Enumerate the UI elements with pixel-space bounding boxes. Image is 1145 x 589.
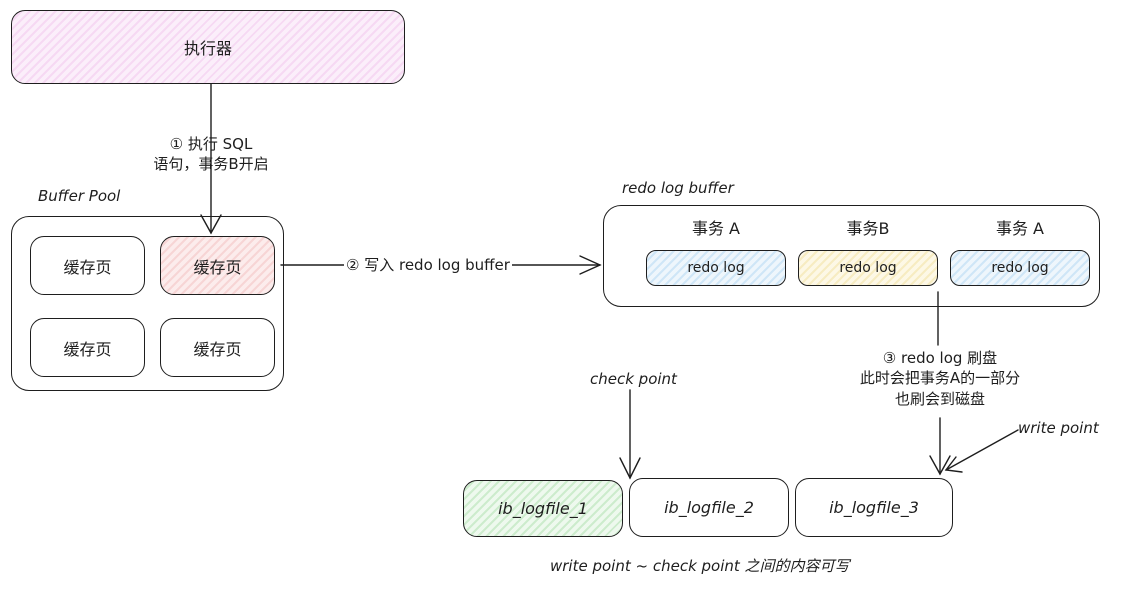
step3-label: ③ redo log 刷盘 此时会把事务A的一部分 也刷会到磁盘 <box>859 349 1021 408</box>
arrowhead-check-point <box>619 457 641 480</box>
arrowhead-write-point <box>944 456 963 473</box>
footer-note: write point ~ check point 之间的内容可写 <box>550 557 850 575</box>
txn-a-name-2: 事务 A <box>995 219 1045 238</box>
step1-label: ① 执行 SQL 语句，事务B开启 <box>153 135 269 174</box>
redo-log-buffer-container <box>603 205 1100 307</box>
redo-log-buffer-title: redo log buffer <box>622 179 734 197</box>
cache-page-2-active: 缓存页 <box>160 236 275 295</box>
arrowhead-redo-buffer-to-logfile <box>929 455 951 476</box>
txn-a-redo-log-2: redo log <box>950 250 1090 286</box>
cache-page-4: 缓存页 <box>160 318 275 377</box>
write-point-label: write point <box>1018 419 1099 437</box>
executor-label: 执行器 <box>183 39 232 58</box>
buffer-pool-container <box>11 216 284 391</box>
txn-a-redo-log-1: redo log <box>646 250 786 286</box>
cache-page-1: 缓存页 <box>30 236 145 295</box>
txn-a-name-1: 事务 A <box>691 219 741 238</box>
logfile-3: ib_logfile_3 <box>795 478 953 537</box>
check-point-label: check point <box>590 370 677 388</box>
executor-box: 执行器 <box>11 10 405 84</box>
step2-label: ② 写入 redo log buffer <box>344 255 512 276</box>
cache-page-3: 缓存页 <box>30 318 145 377</box>
arrow-redo-buffer-to-logfile <box>937 291 941 475</box>
logfile-2: ib_logfile_2 <box>629 478 789 537</box>
arrowhead-pool-to-redo-buffer <box>579 255 602 275</box>
txn-b-name: 事务B <box>846 219 890 238</box>
arrow-write-point <box>945 429 1019 471</box>
buffer-pool-title: Buffer Pool <box>38 187 121 205</box>
logfile-1: ib_logfile_1 <box>463 480 623 537</box>
txn-b-redo-log: redo log <box>798 250 938 286</box>
arrowhead-executor-to-buffer-pool <box>200 214 222 235</box>
